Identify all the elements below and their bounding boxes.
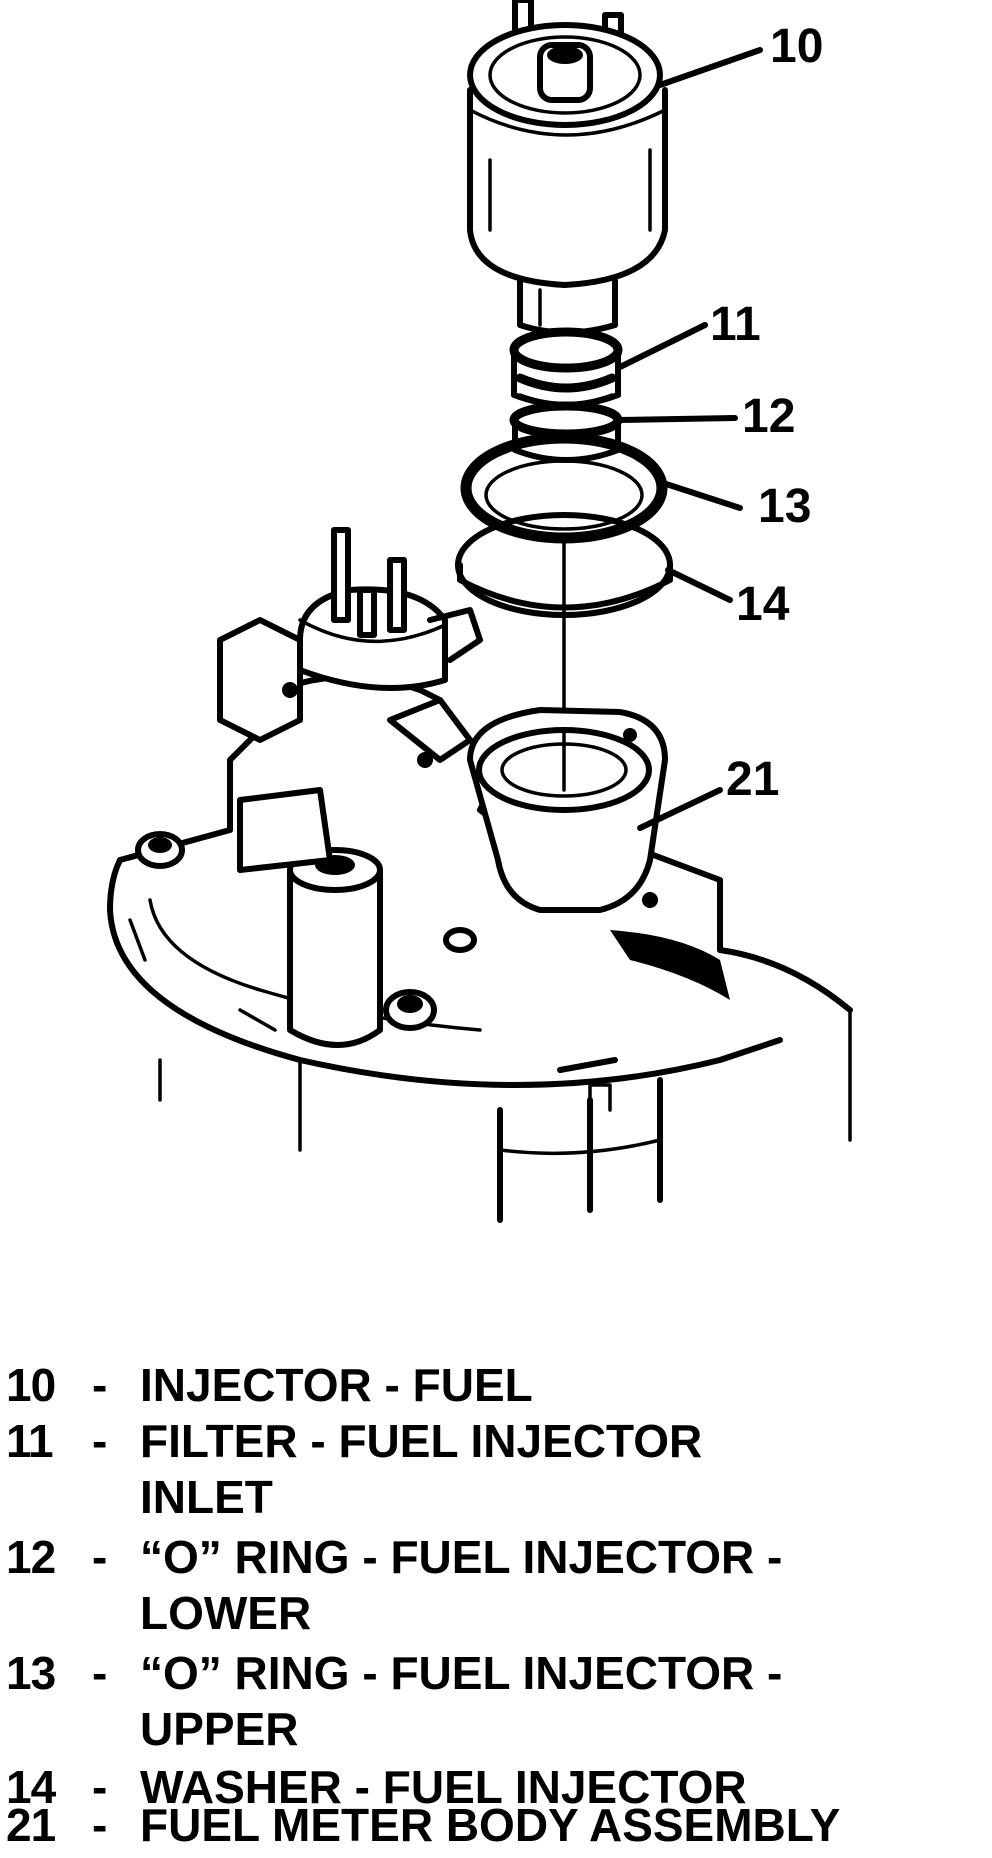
screw-left — [135, 831, 185, 869]
leader-lines — [615, 47, 763, 831]
leader-11 — [615, 322, 708, 371]
legend-dash: - — [92, 1531, 108, 1583]
leader-21 — [637, 787, 723, 831]
leader-10 — [657, 47, 763, 88]
legend-dash: - — [92, 1799, 108, 1851]
exploded-view-diagram: 10 11 12 13 14 21 — [107, 0, 853, 1223]
legend-number: 21 — [6, 1799, 56, 1851]
inlet-filter-drawing — [509, 327, 623, 408]
legend-description: FILTER - FUEL INJECTOR — [140, 1415, 703, 1467]
upper-o-ring-drawing — [460, 432, 668, 544]
leader-14 — [665, 567, 733, 603]
leader-12 — [615, 415, 738, 423]
screw-right — [443, 927, 477, 953]
callout-11: 11 — [710, 298, 761, 351]
leader-13 — [657, 479, 743, 511]
legend-dash: - — [92, 1415, 108, 1467]
legend-number: 12 — [6, 1531, 56, 1583]
legend-description: WASHER - FUEL INJECTOR — [140, 1761, 747, 1813]
legend-dash: - — [92, 1761, 108, 1813]
legend-description: LOWER — [140, 1587, 312, 1639]
callout-14: 14 — [736, 578, 790, 631]
legend-dash: - — [92, 1647, 108, 1699]
legend-description: “O” RING - FUEL INJECTOR - — [140, 1647, 783, 1699]
callout-12: 12 — [742, 390, 795, 443]
legend-description: FUEL METER BODY ASSEMBLY — [140, 1799, 841, 1851]
legend-description: UPPER — [140, 1703, 299, 1755]
legend-number: 11 — [6, 1415, 54, 1467]
legend-number: 10 — [6, 1359, 56, 1411]
fuel-meter-body-drawing — [107, 527, 853, 1223]
legend-description: “O” RING - FUEL INJECTOR - — [140, 1531, 783, 1583]
legend-description: INJECTOR - FUEL — [140, 1359, 533, 1411]
legend-number: 13 — [6, 1647, 56, 1699]
legend-dash: - — [92, 1359, 108, 1411]
legend-description: INLET — [140, 1471, 273, 1523]
callout-10: 10 — [770, 20, 823, 73]
screw-front — [383, 989, 437, 1031]
fuel-injector-drawing — [467, 0, 668, 336]
callout-13: 13 — [758, 480, 811, 533]
legend-number: 14 — [6, 1761, 56, 1813]
callout-21: 21 — [726, 753, 779, 806]
